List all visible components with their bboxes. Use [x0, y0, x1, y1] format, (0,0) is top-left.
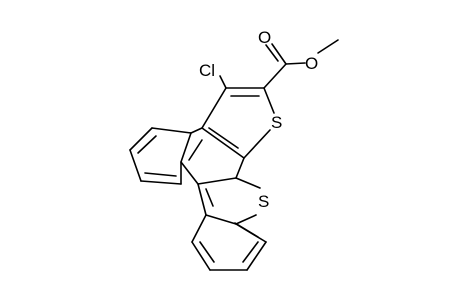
bond [271, 43, 287, 65]
benzothiophene-sulfur-label: S [258, 192, 269, 211]
bond [246, 241, 267, 271]
bond [190, 127, 203, 134]
chlorine-label: Cl [199, 61, 215, 80]
bond [199, 241, 215, 263]
bond [129, 127, 153, 151]
bond [191, 241, 211, 271]
bond [265, 44, 279, 62]
bond [205, 214, 237, 225]
bond [234, 222, 259, 238]
bond [197, 183, 207, 216]
bond [151, 127, 192, 134]
bond [243, 129, 271, 159]
bond [197, 177, 237, 185]
carbonyl-oxygen-label: O [258, 28, 271, 47]
bond [191, 214, 207, 243]
bond [201, 127, 245, 159]
bond [235, 177, 261, 189]
bond [242, 241, 259, 263]
bond [205, 188, 214, 207]
bond [180, 132, 192, 163]
bond [188, 139, 203, 161]
bond [208, 127, 239, 149]
thiophene-sulfur-label: S [271, 113, 282, 132]
bond [140, 180, 182, 185]
bond [263, 63, 287, 89]
bond [129, 149, 142, 182]
bond [285, 62, 306, 65]
bond [235, 157, 245, 179]
bond [180, 161, 199, 185]
bond [235, 214, 257, 225]
bond [201, 87, 227, 129]
bonds-group [129, 39, 339, 271]
bond [263, 87, 275, 114]
ester-oxygen-label: O [305, 54, 318, 73]
bond [144, 172, 177, 177]
bond [219, 75, 227, 89]
atom-labels: Cl S S O O [199, 28, 318, 211]
bond [137, 135, 157, 154]
bond [317, 39, 339, 54]
